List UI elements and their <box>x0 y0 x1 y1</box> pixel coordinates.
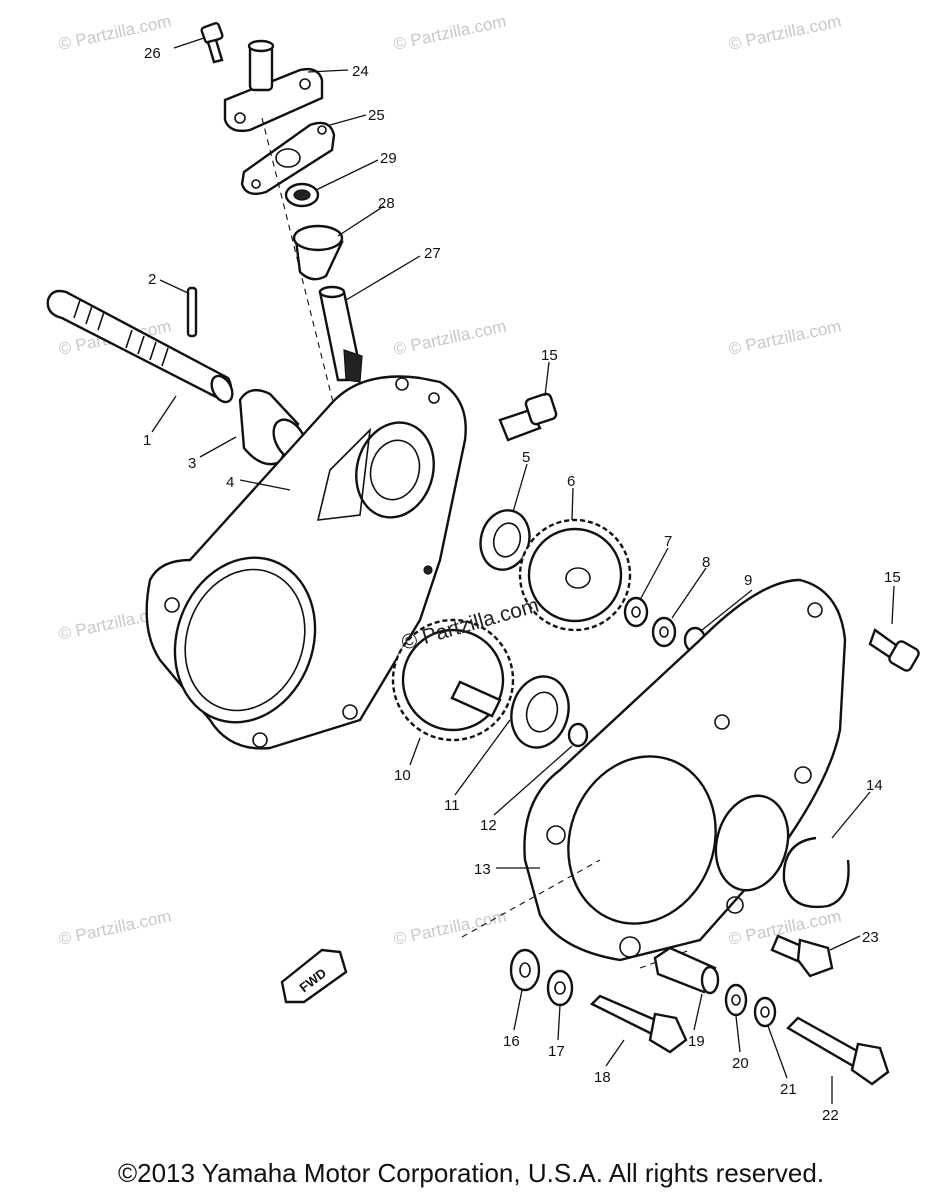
callout-11: 11 <box>444 797 460 814</box>
part-12-circlip[interactable] <box>567 722 589 748</box>
callout-14: 14 <box>866 777 883 794</box>
callout-8: 8 <box>702 554 710 571</box>
part-20-washer[interactable] <box>724 983 748 1017</box>
part-19-spacer[interactable] <box>653 946 720 995</box>
exploded-parts-diagram: © Partzilla.com © Partzilla.com © Partzi… <box>46 12 920 1124</box>
callout-3: 3 <box>188 455 196 472</box>
callout-6: 6 <box>567 473 575 490</box>
part-4-gear-case[interactable] <box>145 375 467 750</box>
part-7-washer[interactable] <box>623 596 649 628</box>
watermark: © Partzilla.com <box>57 907 173 949</box>
part-21-washer[interactable] <box>753 996 777 1028</box>
callout-2: 2 <box>148 271 156 288</box>
copyright-notice: ©2013 Yamaha Motor Corporation, U.S.A. A… <box>117 1158 825 1188</box>
callout-labels: 26 24 25 29 28 27 2 1 3 4 5 15 6 7 8 9 1… <box>143 45 901 1124</box>
callout-10: 10 <box>394 767 411 784</box>
callout-24: 24 <box>352 63 369 80</box>
callout-4: 4 <box>226 474 234 491</box>
part-22-long-bolt[interactable] <box>786 1016 890 1086</box>
callout-25: 25 <box>368 107 385 124</box>
part-29-seal[interactable] <box>284 182 320 208</box>
callout-29: 29 <box>380 150 397 167</box>
watermark: © Partzilla.com <box>727 317 843 359</box>
part-10-gear-shaft[interactable] <box>391 618 515 742</box>
callout-18: 18 <box>594 1069 611 1086</box>
watermark: © Partzilla.com <box>392 907 508 949</box>
part-1-worm-shaft[interactable] <box>46 289 237 406</box>
callout-15b: 15 <box>884 569 901 586</box>
callout-1: 1 <box>143 432 151 449</box>
callout-19: 19 <box>688 1033 705 1050</box>
part-16-washer[interactable] <box>509 948 541 992</box>
leader-lines <box>151 37 895 1104</box>
assembly-guide-line <box>461 859 601 938</box>
part-11-bearing[interactable] <box>504 670 577 754</box>
callout-27: 27 <box>424 245 441 262</box>
part-6-large-gear[interactable] <box>518 518 632 632</box>
callout-12: 12 <box>480 817 497 834</box>
callout-15a: 15 <box>541 347 558 364</box>
part-15-bolt-right[interactable] <box>868 628 920 672</box>
callout-9: 9 <box>744 572 752 589</box>
part-8-washer[interactable] <box>651 616 677 648</box>
part-26-bolt[interactable] <box>200 22 224 64</box>
part-25-gasket[interactable] <box>240 121 336 195</box>
watermark: © Partzilla.com <box>392 317 508 359</box>
part-24-flange[interactable] <box>223 39 324 133</box>
part-14-circlip[interactable] <box>782 836 850 909</box>
callout-16: 16 <box>503 1033 520 1050</box>
part-17-washer[interactable] <box>546 969 574 1007</box>
callout-5: 5 <box>522 449 530 466</box>
part-27-shaft[interactable] <box>318 285 363 383</box>
part-23-bolt[interactable] <box>770 934 834 978</box>
callout-28: 28 <box>378 195 395 212</box>
callout-13: 13 <box>474 861 491 878</box>
part-2-pin[interactable] <box>186 286 198 338</box>
assembly-axis-line <box>261 117 341 431</box>
watermark: © Partzilla.com <box>392 12 508 54</box>
part-13-outer-cover[interactable] <box>523 578 847 962</box>
callout-26: 26 <box>144 45 161 62</box>
callout-23: 23 <box>862 929 879 946</box>
callout-22: 22 <box>822 1107 839 1124</box>
part-18-bolt[interactable] <box>589 994 688 1054</box>
callout-20: 20 <box>732 1055 749 1072</box>
callout-21: 21 <box>780 1081 797 1098</box>
callout-7: 7 <box>664 533 672 550</box>
part-28-bushing[interactable] <box>292 224 344 281</box>
direction-marker-fwd: FWD <box>280 948 348 1004</box>
callout-17: 17 <box>548 1043 565 1060</box>
watermark: © Partzilla.com <box>727 12 843 54</box>
part-15-bolt-upper[interactable] <box>498 392 558 442</box>
